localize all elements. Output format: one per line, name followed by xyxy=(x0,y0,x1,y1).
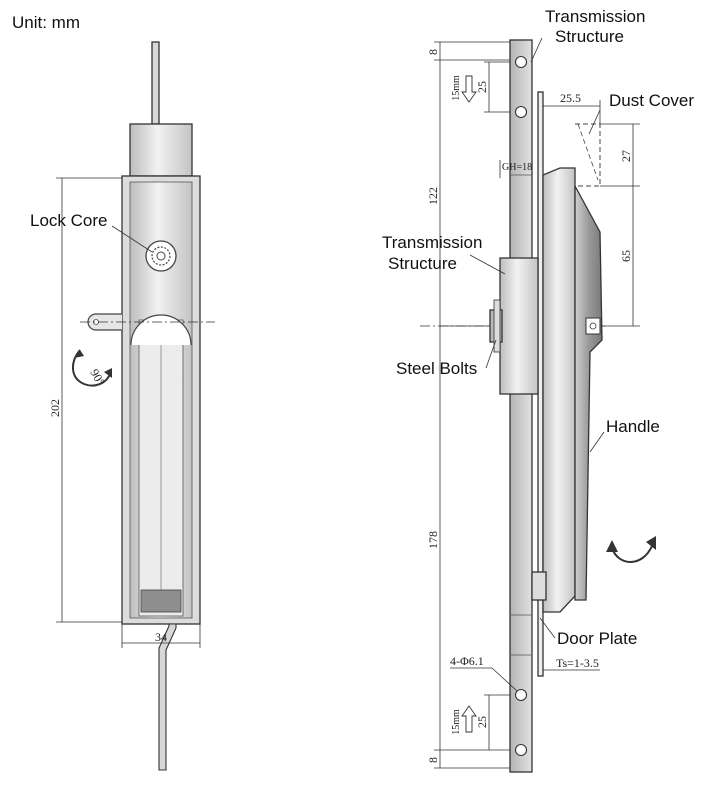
handle-label: Handle xyxy=(606,417,660,436)
arrow-up-icon xyxy=(461,705,477,733)
handle-arc xyxy=(130,314,192,346)
dim-ts: Ts=1-3.5 xyxy=(556,656,599,670)
arrow-down-icon xyxy=(461,75,477,103)
transmission-top-label-1: Transmission xyxy=(545,7,645,26)
transmission-mid-label-1: Transmission xyxy=(382,233,482,252)
right-view: 8 25 15mm 122 GH=18 25.5 27 65 178 4-Φ6.… xyxy=(382,7,694,773)
mount-hole xyxy=(514,688,528,702)
dim-178: 178 xyxy=(426,531,440,549)
dim-65: 65 xyxy=(619,250,633,262)
mount-hole xyxy=(514,105,528,119)
rotate-90-icon xyxy=(72,349,111,387)
mounting-strip xyxy=(509,39,533,773)
dim-25-5: 25.5 xyxy=(560,91,581,105)
dim-top-15mm: 15mm xyxy=(451,75,462,101)
lock-core-label: Lock Core xyxy=(30,211,107,230)
dim-top-8: 8 xyxy=(426,49,440,55)
handle xyxy=(574,185,603,601)
transmission-mid-label-2: Structure xyxy=(388,254,457,273)
transmission-block xyxy=(499,257,539,395)
top-rod xyxy=(151,41,160,125)
bottom-bracket xyxy=(531,571,547,601)
steel-bolts-label: Steel Bolts xyxy=(396,359,477,378)
lock-body xyxy=(542,167,576,613)
mount-hole xyxy=(514,743,528,757)
dim-122: 122 xyxy=(426,187,440,205)
mount-hole xyxy=(514,55,528,69)
dim-bot-15mm: 15mm xyxy=(451,709,462,735)
door-plate-label: Door Plate xyxy=(557,629,637,648)
dim-gh: GH=18 xyxy=(502,162,532,173)
transmission-top-label-2: Structure xyxy=(555,27,624,46)
bottom-block xyxy=(140,589,182,613)
dim-bot-25: 25 xyxy=(475,716,489,728)
dim-holes: 4-Φ6.1 xyxy=(450,654,484,668)
left-view: 90° 202 34 Lock Core xyxy=(30,41,215,771)
rotate-handle-icon xyxy=(611,545,653,563)
dim-top-25: 25 xyxy=(475,81,489,93)
dust-cover xyxy=(575,123,601,187)
top-block xyxy=(129,123,193,177)
lock-core xyxy=(145,240,177,272)
dust-cover-label: Dust Cover xyxy=(609,91,694,110)
dim-202: 202 xyxy=(48,399,62,417)
dim-27: 27 xyxy=(619,150,633,162)
unit-label: Unit: mm xyxy=(12,13,80,32)
dim-34: 34 xyxy=(155,630,167,644)
dim-bot-8: 8 xyxy=(426,757,440,763)
bottom-rod xyxy=(158,623,177,771)
